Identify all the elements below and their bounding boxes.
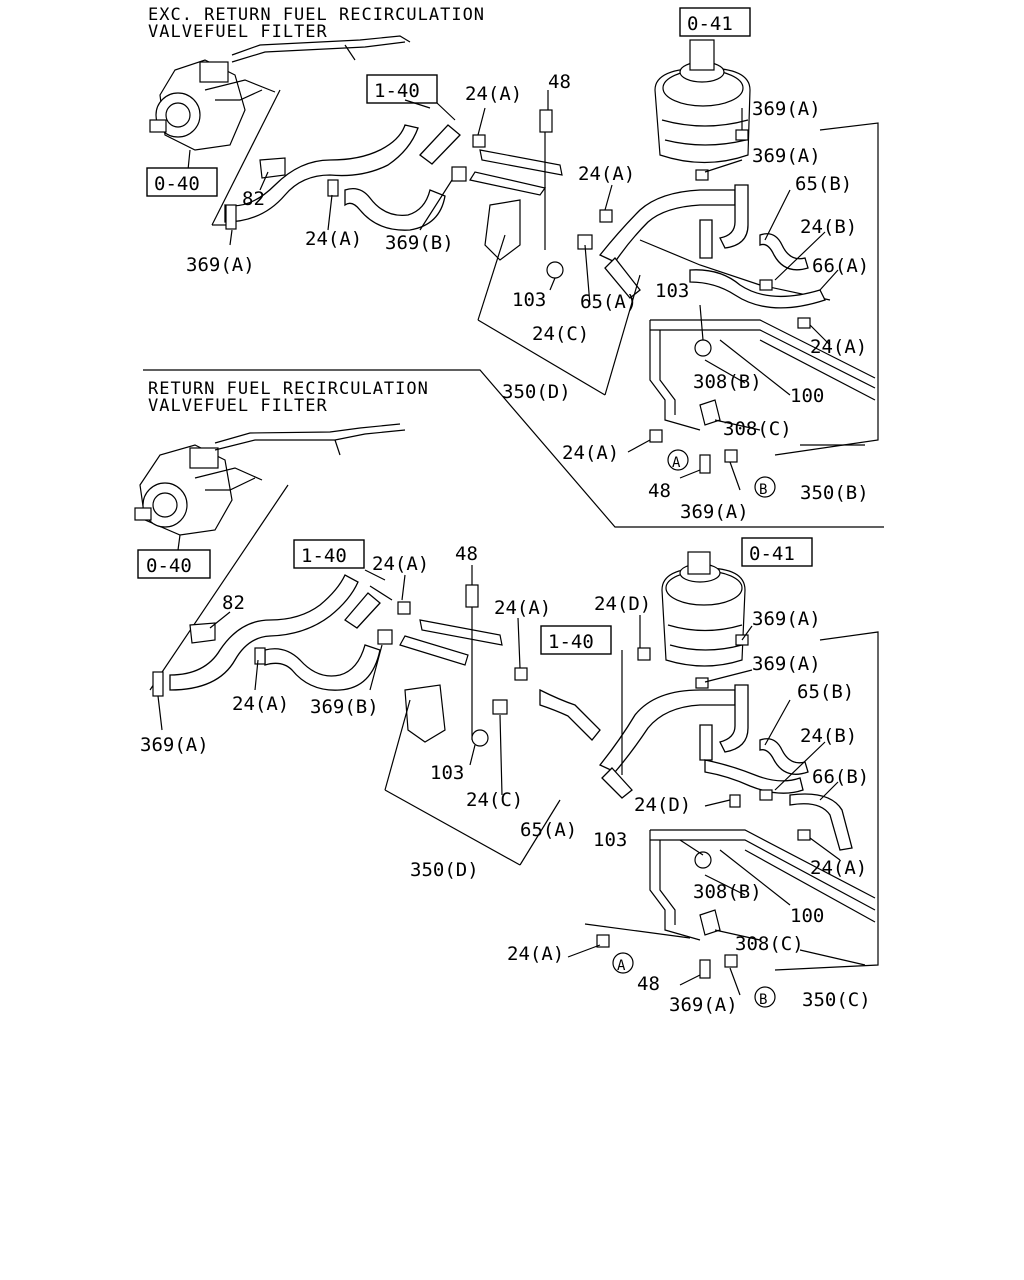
label: 24(A) — [494, 597, 551, 619]
label: 82 — [222, 592, 245, 614]
svg-text:B: B — [759, 482, 767, 498]
ref-box-0-40-label: 0-40 — [154, 173, 200, 195]
label: 100 — [790, 385, 824, 407]
label: 369(B) — [385, 232, 454, 254]
label: 82 — [242, 188, 265, 210]
label: 369(A) — [186, 254, 255, 276]
label: 369(A) — [669, 994, 738, 1016]
label: 100 — [790, 905, 824, 927]
ref-box-1-40-second[interactable] — [540, 625, 612, 655]
label: 24(A) — [372, 553, 429, 575]
label: 369(A) — [140, 734, 209, 756]
label: 369(A) — [752, 608, 821, 630]
label: 66(B) — [812, 766, 869, 788]
label: 24(C) — [466, 789, 523, 811]
circle-b-bottom — [754, 986, 776, 1008]
label: 24(A) — [465, 83, 522, 105]
fuel-filter-icon — [654, 39, 751, 164]
top-header-line1: EXC. RETURN FUEL RECIRCULATION — [148, 5, 485, 25]
label: 308(C) — [723, 418, 792, 440]
label: 48 — [648, 480, 671, 502]
bottom-section: RETURN FUEL RECIRCULATION VALVEFUEL FILT… — [134, 379, 879, 1016]
label: 48 — [455, 543, 478, 565]
section-divider — [143, 369, 884, 528]
label: 24(A) — [507, 943, 564, 965]
label: 350(D) — [502, 381, 571, 403]
fuel-pump-icon — [134, 444, 263, 536]
label: 24(A) — [232, 693, 289, 715]
label: 350(C) — [802, 989, 871, 1011]
label: 369(A) — [680, 501, 749, 523]
circle-a-top — [667, 449, 689, 471]
label: 350(D) — [410, 859, 479, 881]
fittings-top — [225, 129, 811, 474]
circle-a-bottom — [612, 952, 634, 974]
label: 24(B) — [800, 725, 857, 747]
svg-text:A: A — [672, 455, 681, 471]
top-section: EXC. RETURN FUEL RECIRCULATION VALVEFUEL… — [146, 5, 879, 523]
label: 103 — [593, 829, 627, 851]
svg-text:A: A — [617, 958, 626, 974]
label: 103 — [430, 762, 464, 784]
ref-box-0-40-label: 0-40 — [146, 555, 192, 577]
label: 350(B) — [800, 482, 869, 504]
bottom-header-line1: RETURN FUEL RECIRCULATION — [148, 379, 429, 399]
label: 48 — [637, 973, 660, 995]
label: 103 — [655, 280, 689, 302]
svg-text:B: B — [759, 992, 767, 1008]
ref-box-0-41-label: 0-41 — [687, 13, 733, 35]
ref-box-1-40[interactable] — [293, 539, 365, 569]
label: 369(A) — [752, 145, 821, 167]
ref-box-1-40[interactable] — [366, 74, 438, 104]
label: 65(B) — [797, 681, 854, 703]
label: 24(A) — [578, 163, 635, 185]
label: 24(B) — [800, 216, 857, 238]
ref-box-1-40-second-label: 1-40 — [548, 631, 594, 653]
label: 24(A) — [810, 336, 867, 358]
top-header-line2: VALVEFUEL FILTER — [148, 22, 328, 42]
label: 65(B) — [795, 173, 852, 195]
label: 24(D) — [634, 794, 691, 816]
bottom-header-line2: VALVEFUEL FILTER — [148, 396, 328, 416]
label: 24(D) — [594, 593, 651, 615]
ref-box-0-41[interactable] — [679, 7, 751, 37]
circle-b-top — [754, 476, 776, 498]
ref-box-0-40[interactable] — [137, 549, 211, 579]
ref-box-1-40-label: 1-40 — [301, 545, 347, 567]
ref-box-0-40[interactable] — [146, 167, 218, 197]
label: 24(A) — [305, 228, 362, 250]
fuel-filter-icon — [661, 551, 746, 667]
label: 103 — [512, 289, 546, 311]
label: 369(A) — [752, 653, 821, 675]
ref-box-1-40-label: 1-40 — [374, 80, 420, 102]
fuel-pump-icon — [149, 59, 276, 151]
label: 308(B) — [693, 881, 762, 903]
label: 65(A) — [520, 819, 577, 841]
label: 48 — [548, 71, 571, 93]
label: 308(B) — [693, 371, 762, 393]
label: 369(B) — [310, 696, 379, 718]
ref-box-0-41[interactable] — [741, 537, 813, 567]
label: 369(A) — [752, 98, 821, 120]
ref-box-0-41-label: 0-41 — [749, 543, 795, 565]
label: 66(A) — [812, 255, 869, 277]
label: 308(C) — [735, 933, 804, 955]
label: 24(A) — [810, 857, 867, 879]
label: 24(A) — [562, 442, 619, 464]
label: 65(A) — [580, 291, 637, 313]
label: 24(C) — [532, 323, 589, 345]
